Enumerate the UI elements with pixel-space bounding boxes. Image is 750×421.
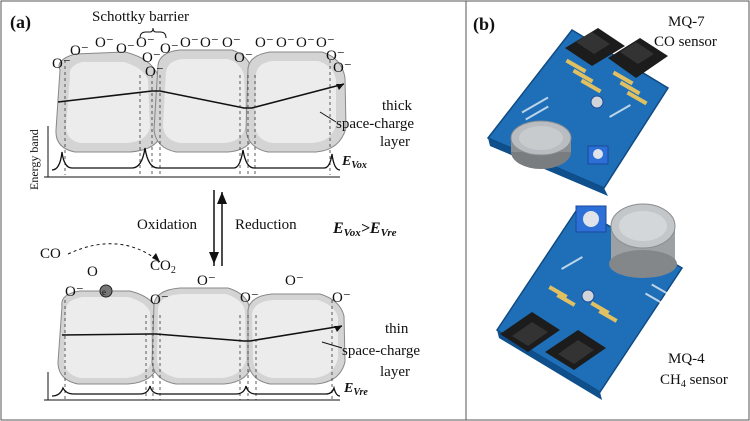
mq7-mount-hole	[590, 95, 604, 109]
panel-a-label: (a)	[10, 12, 31, 33]
reaction-path	[67, 243, 161, 263]
oxygen-ion: O⁻	[70, 43, 89, 59]
reduction-label: Reduction	[235, 217, 297, 233]
mq4-sensor-mesh-inner	[619, 211, 667, 241]
energy-relation: EVox>EVre	[332, 220, 397, 239]
schottky-barrier-label: Schottky barrier	[92, 9, 189, 25]
mq7-pins	[565, 58, 648, 106]
e-vre-label: EVre	[343, 381, 368, 398]
oxygen-ion: O⁻	[316, 35, 335, 51]
oxygen-ion: O⁻	[136, 35, 155, 51]
redox-arrows: Oxidation Reduction	[137, 190, 297, 266]
oxygen-ion: O⁻	[255, 35, 274, 51]
grain-core	[66, 62, 150, 143]
mq4-connector-top	[558, 340, 594, 364]
oxygen-ion: O⁻	[276, 35, 295, 51]
oxygen-ion: O⁻	[95, 35, 114, 51]
grain-core	[255, 61, 336, 143]
mq7-sensor-board	[486, 28, 670, 196]
oxygen-ion: O⁻	[222, 35, 241, 51]
oxygen-ion: O⁻	[116, 41, 135, 57]
conduction-arrowhead	[336, 84, 344, 90]
mq4-sensor-base	[609, 250, 677, 278]
oxygen-ion: O⁻	[52, 56, 71, 72]
thin-pointer	[321, 341, 343, 349]
mq4-name: MQ-4	[668, 351, 705, 367]
thin-label: thin	[385, 321, 409, 337]
oxidation-label: Oxidation	[137, 217, 197, 233]
electron-label: e	[102, 287, 106, 297]
oxygen-ion: O⁻	[240, 290, 259, 306]
e-vox-label: EVox	[341, 154, 367, 171]
oxygen-ion: O⁻	[145, 64, 164, 80]
mq7-sensor-mesh-inner	[519, 126, 563, 150]
thick-pointer	[319, 111, 337, 123]
energy-band-curve	[51, 147, 341, 171]
panel-b-label: (b)	[473, 14, 495, 35]
oxygen-ion: O⁻	[234, 50, 253, 66]
oxygen-ion: O⁻	[332, 290, 351, 306]
oxygen-ion: O⁻	[197, 273, 216, 289]
o-label: O	[87, 264, 98, 280]
mq4-pins	[548, 285, 618, 323]
mq4-pot-knob	[583, 211, 599, 227]
co2-label: CO2	[150, 258, 176, 276]
mq4-gas: CH4 sensor	[660, 372, 728, 390]
space-charge-label-bottom: space-charge	[342, 343, 420, 359]
thick-label: thick	[382, 98, 412, 114]
mq7-connector-top	[576, 32, 610, 54]
energy-band-top: Energy band EVox	[27, 126, 367, 190]
bottom-grain-row: e	[57, 284, 346, 385]
panel-a: (a) Schottky barrier O⁻ O⁻ O⁻ O⁻ O⁻ O⁻ O…	[10, 9, 420, 401]
grain-core	[163, 59, 246, 143]
co-label: CO	[40, 246, 61, 262]
oxygen-ion: O⁻	[333, 60, 352, 76]
bottom-guide-lines	[64, 300, 333, 400]
conduction-path-top	[57, 83, 345, 109]
mq4-silkscreen	[561, 256, 675, 306]
energy-axis-label: Energy band	[27, 129, 41, 190]
oxygen-ion: O⁻	[326, 48, 345, 64]
oxygen-ion: O⁻	[285, 273, 304, 289]
oxygen-ion: O⁻	[200, 35, 219, 51]
top-guide-lines	[64, 60, 331, 175]
panel-b: (b) MQ-7 CO sensor	[473, 14, 728, 400]
grain-core	[64, 297, 152, 378]
mq7-gas: CO sensor	[654, 34, 717, 50]
oxygen-ion: O⁻	[160, 41, 179, 57]
top-grain-row	[55, 49, 347, 153]
electron	[99, 284, 113, 298]
mq4-sensor-board	[495, 203, 684, 400]
oxygen-ion: O⁻	[296, 35, 315, 51]
energy-band-bottom: EVre	[44, 372, 368, 401]
oxygen-ion: O⁻	[65, 284, 84, 300]
layer-label-bottom: layer	[380, 364, 410, 380]
mq7-connector-top	[620, 42, 654, 64]
mq7-name: MQ-7	[668, 14, 705, 30]
bottom-oxygen-ions: O⁻ O⁻ O⁻ O⁻ O⁻ O⁻	[65, 273, 351, 308]
reaction-arrowhead	[152, 253, 160, 262]
top-oxygen-ions: O⁻ O⁻ O⁻ O⁻ O⁻ O⁻ O⁻ O⁻ O⁻ O⁻ O⁻ O⁻ O⁻ O…	[52, 35, 352, 80]
schottky-bracket	[139, 27, 167, 39]
oxygen-ion: O⁻	[180, 35, 199, 51]
grain-core	[252, 300, 338, 378]
oxygen-ion: O⁻	[150, 292, 169, 308]
mq7-pot-knob	[593, 149, 603, 159]
oxygen-ion: O⁻	[142, 50, 161, 66]
energy-band-curve-bottom	[51, 385, 341, 397]
layer-label: layer	[380, 134, 410, 150]
conduction-arrowhead	[334, 326, 342, 332]
mq4-connector-top	[512, 322, 548, 346]
mq4-mount-hole	[581, 289, 595, 303]
grain-core	[157, 294, 246, 378]
conduction-path-bottom	[61, 325, 343, 342]
space-charge-label: space-charge	[336, 116, 414, 132]
mq7-silkscreen	[521, 96, 631, 121]
